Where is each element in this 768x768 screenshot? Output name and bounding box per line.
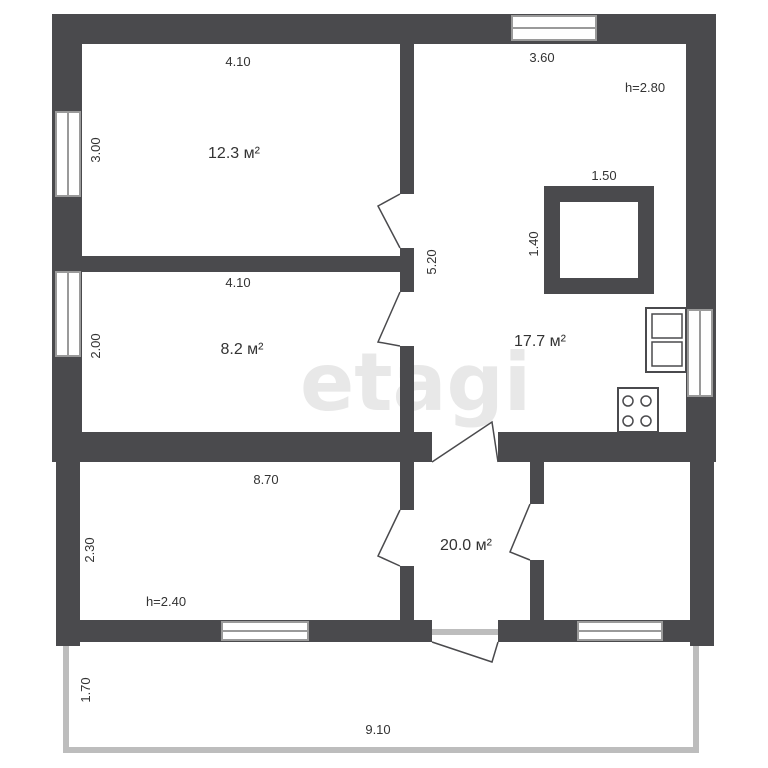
wall-right-lower — [690, 446, 714, 646]
door-swing-4 — [509, 503, 531, 561]
stove-block — [544, 186, 654, 294]
dim-room1-height: 3.00 — [88, 137, 103, 162]
dim-stove-height: 1.40 — [526, 231, 541, 256]
dim-balcony-width: 9.10 — [365, 722, 390, 737]
wall-mid-right — [498, 432, 716, 462]
dim-room2-width: 4.10 — [225, 275, 250, 290]
dim-kitchen-height: 5.20 — [424, 249, 439, 274]
wall-left-upper — [52, 14, 82, 446]
doors — [376, 193, 531, 663]
room2-area: 8.2 м² — [220, 341, 264, 358]
dim-kitchen-width: 3.60 — [529, 50, 554, 65]
room5-ceiling-height: h=2.40 — [146, 594, 186, 609]
door-swing-entry — [431, 420, 499, 463]
dim-room5-height: 2.30 — [82, 537, 97, 562]
dim-stove-width: 1.50 — [591, 168, 616, 183]
wall-hall-right-2 — [530, 560, 544, 622]
door-swing-balcony — [431, 641, 499, 663]
kitchen-area: 17.7 м² — [514, 333, 567, 350]
sink-icon — [645, 307, 687, 373]
hall-area: 20.0 м² — [440, 537, 493, 554]
door-swing-1 — [376, 193, 401, 249]
wall-int-vertical-1 — [400, 44, 414, 194]
dim-room1-width: 4.10 — [225, 54, 250, 69]
stove-icon — [617, 387, 659, 433]
wall-mid-left — [52, 432, 432, 462]
watermark: etagi — [300, 336, 531, 429]
wall-int-vertical-3 — [400, 346, 414, 434]
wall-left-lower — [56, 446, 80, 646]
wall-hall-left-2 — [400, 566, 414, 622]
door-swing-3 — [376, 509, 401, 567]
room1-area: 12.3 м² — [208, 145, 261, 162]
dim-balcony-height: 1.70 — [78, 677, 93, 702]
wall-top — [52, 14, 716, 44]
wall-int-horizontal — [82, 256, 412, 272]
wall-hall-right-1 — [530, 462, 544, 504]
door-swing-2 — [376, 291, 401, 347]
windows — [55, 15, 713, 641]
dim-room2-height: 2.00 — [88, 333, 103, 358]
kitchen-ceiling-height: h=2.80 — [625, 80, 665, 95]
dim-room5-width: 8.70 — [253, 472, 278, 487]
wall-hall-left-1 — [400, 462, 414, 510]
